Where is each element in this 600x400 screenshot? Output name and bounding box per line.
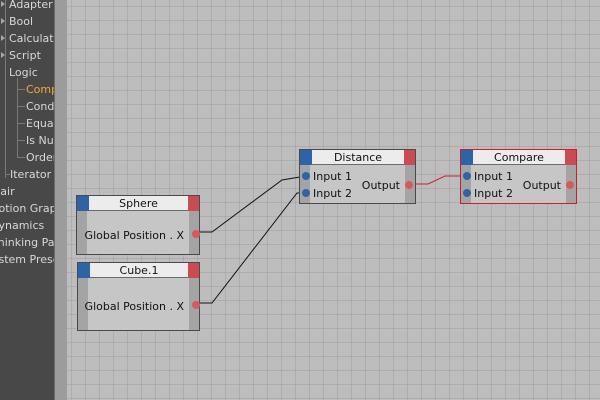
tree-item-order[interactable]: Order [26, 151, 54, 164]
tree-item-calculate[interactable]: Calculate [9, 32, 54, 45]
tree-item-hair[interactable]: Hair [0, 185, 15, 198]
tree-item-motion-graphics[interactable]: Motion Graphics [0, 202, 54, 215]
tree-item-adapter[interactable]: Adapter [9, 0, 53, 11]
node-input-toggle[interactable] [461, 150, 473, 165]
output-port-global-position-x[interactable] [192, 301, 200, 309]
node-body [310, 165, 405, 203]
expand-arrow-icon[interactable] [1, 1, 5, 7]
tree-item-equal[interactable]: Equal [26, 117, 54, 130]
expand-arrow-icon[interactable] [1, 52, 5, 58]
node-header[interactable]: Sphere [77, 196, 199, 211]
node-body [471, 165, 566, 203]
input-port-1[interactable] [302, 172, 310, 180]
port-label-global-position-x: Global Position . X [84, 300, 184, 313]
output-port[interactable] [566, 181, 574, 189]
node-input-toggle[interactable] [77, 196, 89, 211]
node-output-toggle[interactable] [188, 263, 199, 278]
tree-line [18, 157, 25, 158]
port-label-output: Output [522, 179, 561, 192]
tree-item-compare[interactable]: Compare [26, 83, 54, 96]
node-input-toggle[interactable] [78, 263, 90, 278]
tree-item-iterator[interactable]: Iterator [10, 168, 52, 181]
input-port-2[interactable] [302, 189, 310, 197]
port-label-input-2: Input 2 [474, 187, 513, 200]
tree-line [18, 123, 25, 124]
tree-item-logic[interactable]: Logic [9, 66, 38, 79]
node-tree-panel[interactable]: Adapter Bool Calculate Script Logic Comp… [0, 0, 54, 400]
tree-item-condition[interactable]: Condition [26, 100, 54, 113]
node-editor-canvas[interactable] [67, 0, 600, 400]
tree-item-dynamics[interactable]: Dynamics [0, 219, 45, 232]
node-title: Sphere [119, 197, 158, 210]
output-port-global-position-x[interactable] [192, 230, 200, 238]
node-body [87, 211, 189, 254]
tree-line [6, 174, 10, 175]
tree-item-is-null[interactable]: Is Null [26, 134, 54, 147]
tree-item-thinking-particles[interactable]: Thinking Particles [0, 236, 54, 249]
node-header[interactable]: Distance [300, 150, 415, 165]
expand-arrow-icon[interactable] [1, 18, 5, 24]
panel-splitter[interactable] [54, 0, 67, 400]
node-output-toggle[interactable] [565, 150, 576, 165]
node-output-toggle[interactable] [188, 196, 199, 211]
tree-item-script[interactable]: Script [9, 49, 41, 62]
port-label-global-position-x: Global Position . X [84, 229, 184, 242]
node-header[interactable]: Cube.1 [78, 263, 199, 278]
node-header[interactable]: Compare [461, 150, 576, 165]
node-title: Cube.1 [119, 264, 159, 277]
expand-arrow-icon[interactable] [1, 35, 5, 41]
tree-line [18, 106, 25, 107]
node-body [88, 278, 189, 330]
input-port-2[interactable] [463, 189, 471, 197]
port-label-input-1: Input 1 [313, 170, 352, 183]
node-cube-1[interactable]: Cube.1 Global Position . X [77, 262, 200, 331]
tree-line [18, 89, 25, 90]
port-label-input-2: Input 2 [313, 187, 352, 200]
tree-item-system-presets[interactable]: System Presets [0, 253, 54, 266]
tree-line [17, 78, 18, 158]
node-output-toggle[interactable] [404, 150, 415, 165]
node-title: Compare [494, 151, 544, 164]
tree-line [5, 0, 6, 178]
node-compare[interactable]: Compare Input 1 Input 2 Output [460, 149, 577, 204]
tree-line [18, 140, 25, 141]
output-port[interactable] [405, 181, 413, 189]
tree-item-bool[interactable]: Bool [9, 15, 34, 28]
node-title: Distance [333, 151, 383, 164]
port-label-output: Output [361, 179, 400, 192]
node-sphere[interactable]: Sphere Global Position . X [76, 195, 200, 255]
node-distance[interactable]: Distance Input 1 Input 2 Output [299, 149, 416, 204]
input-port-1[interactable] [463, 172, 471, 180]
port-label-input-1: Input 1 [474, 170, 513, 183]
node-input-toggle[interactable] [300, 150, 312, 165]
